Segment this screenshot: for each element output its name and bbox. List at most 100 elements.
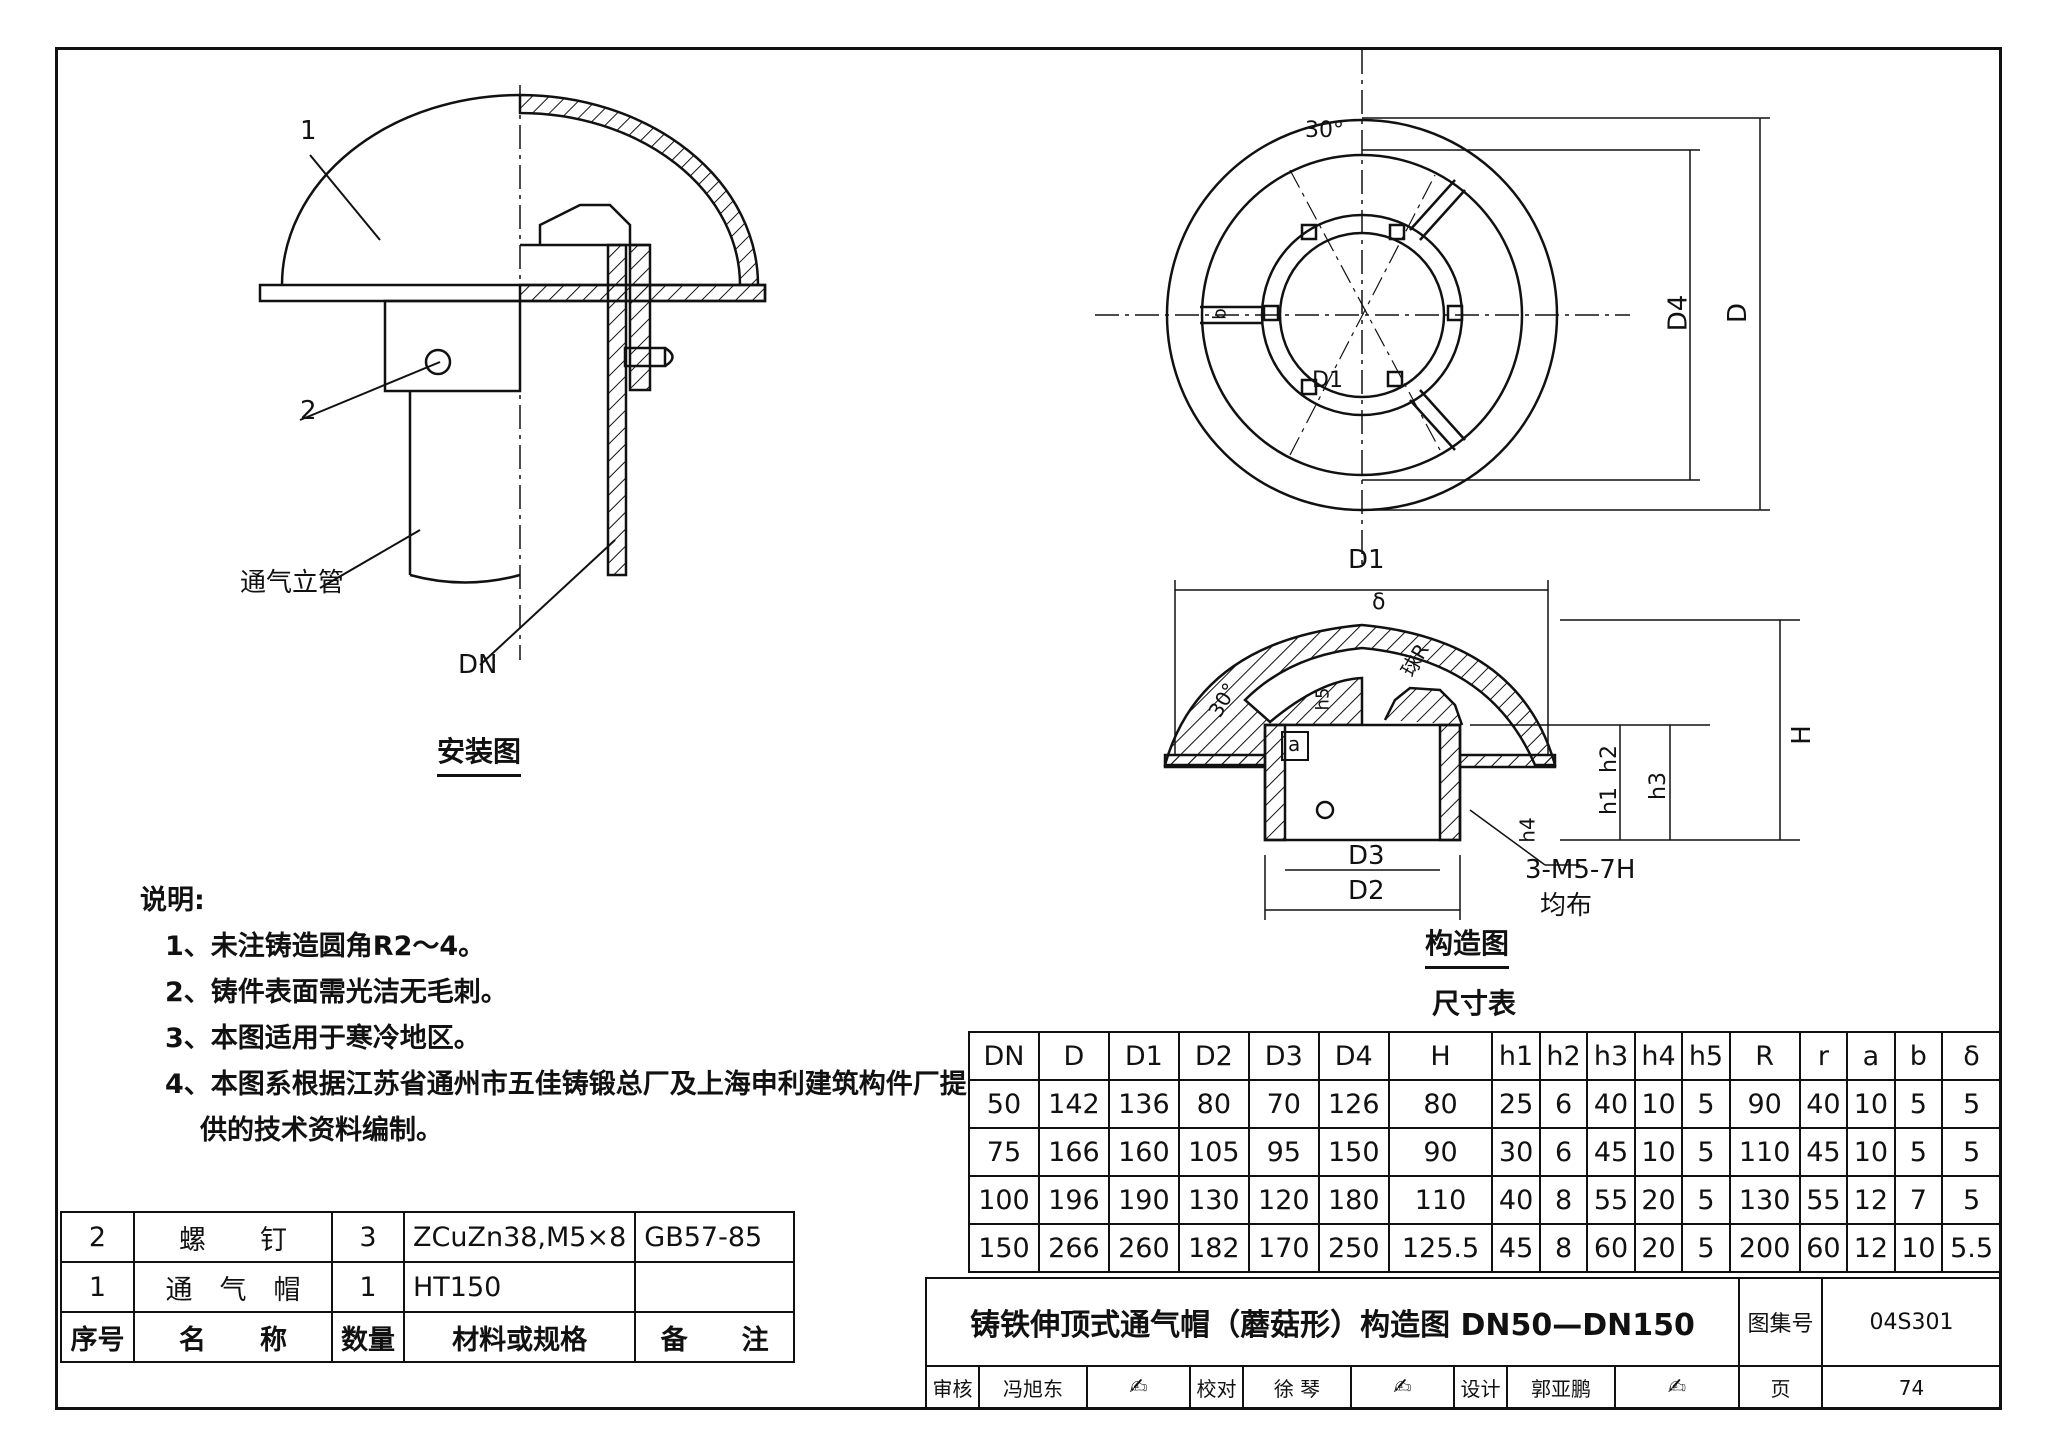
dim-cell: 110 (1728, 1127, 1801, 1177)
bom-table: 2 螺 钉 3 ZCuZn38,M5×8 GB57-85 1 通 气 帽 1 H… (60, 1211, 795, 1363)
bom-header-row: 序号 名 称 数量 材料或规格 备 注 (60, 1311, 795, 1363)
dim-cell: 120 (1247, 1175, 1320, 1225)
dim-cell: 60 (1586, 1223, 1636, 1273)
delta-label: δ (1372, 590, 1386, 615)
dim-cell: 180 (1317, 1175, 1390, 1225)
bom-cell: ZCuZn38,M5×8 (402, 1211, 637, 1263)
dim-cell: 150 (968, 1223, 1040, 1273)
h2-label: h2 (1596, 745, 1622, 773)
dim-cell: 10 (1893, 1223, 1944, 1273)
dim-cell: 5 (1941, 1175, 2002, 1225)
dim-cell: 126 (1317, 1079, 1390, 1129)
dim-header-cell: D3 (1247, 1031, 1320, 1081)
dim-cell: 45 (1586, 1127, 1636, 1177)
bom-cell: GB57-85 (634, 1211, 795, 1263)
note-1: 1、未注铸造圆角R2～4。 (165, 931, 486, 962)
dim-cell: 55 (1798, 1175, 1849, 1225)
callout-2: 2 (300, 396, 317, 426)
bom-cell: 螺 钉 (133, 1211, 333, 1263)
dim-cell: 12 (1846, 1175, 1896, 1225)
installation-view (258, 85, 767, 666)
dim-header-cell: b (1893, 1031, 1944, 1081)
dn-label: DN (458, 650, 498, 680)
checker-name: 徐 琴 (1242, 1365, 1352, 1410)
dim-cell: 5 (1941, 1127, 2002, 1177)
note-4: 4、本图系根据江苏省通州市五佳铸锻总厂及上海申利建筑构件厂提 (165, 1069, 967, 1100)
dim-cell: 20 (1633, 1223, 1684, 1273)
dim-cell: 95 (1247, 1127, 1320, 1177)
riser-label: 通气立管 (240, 568, 345, 598)
top-plan-view (1095, 50, 1770, 570)
checker-signature: ✍ (1350, 1365, 1455, 1410)
d4-label: D4 (1663, 294, 1694, 332)
even-label: 均布 (1540, 891, 1593, 921)
dim-cell: 5 (1681, 1079, 1731, 1129)
bom-header-cell: 名 称 (133, 1311, 333, 1363)
dim-cell: 136 (1107, 1079, 1180, 1129)
dim-cell: 12 (1846, 1223, 1896, 1273)
bom-row: 1 通 气 帽 1 HT150 (60, 1261, 795, 1313)
bom-header-cell: 序号 (60, 1311, 135, 1363)
h1-label: h1 (1596, 787, 1622, 815)
drawing-title: 铸铁伸顶式通气帽（蘑菇形）构造图 DN50—DN150 (925, 1277, 1740, 1367)
dim-header-cell: δ (1941, 1031, 2002, 1081)
dim-header-cell: R (1728, 1031, 1801, 1081)
note-3: 3、本图适用于寒冷地区。 (165, 1023, 481, 1054)
b-label: b (1209, 308, 1231, 320)
dim-header-cell: DN (968, 1031, 1040, 1081)
notes-heading: 说明: (140, 885, 205, 916)
thread-label: 3-M5-7H (1525, 855, 1636, 885)
bom-cell: HT150 (402, 1261, 637, 1313)
d3-label: D3 (1348, 841, 1385, 871)
bom-cell: 3 (331, 1211, 405, 1263)
dim-cell: 10 (1633, 1127, 1684, 1177)
dim-cell: 166 (1037, 1127, 1110, 1177)
dim-header-cell: h3 (1586, 1031, 1636, 1081)
dim-cell: 40 (1798, 1079, 1849, 1129)
note-2: 2、铸件表面需光洁无毛刺。 (165, 977, 508, 1008)
d1-top-label: D1 (1312, 368, 1343, 393)
bom-header-cell: 备 注 (634, 1311, 795, 1363)
dim-header-cell: h4 (1633, 1031, 1684, 1081)
dim-cell: 55 (1586, 1175, 1636, 1225)
dim-cell: 196 (1037, 1175, 1110, 1225)
dim-cell: 190 (1107, 1175, 1180, 1225)
dim-cell: 30 (1491, 1127, 1541, 1177)
bom-cell: 通 气 帽 (133, 1261, 333, 1313)
dim-cell: 25 (1491, 1079, 1541, 1129)
section-view (1163, 580, 1800, 920)
page-number: 74 (1821, 1365, 2002, 1410)
dim-cell: 100 (968, 1175, 1040, 1225)
dim-cell: 182 (1177, 1223, 1250, 1273)
dim-header-cell: a (1846, 1031, 1896, 1081)
reviewer-signature: ✍ (1086, 1365, 1191, 1410)
dim-cell: 50 (968, 1079, 1040, 1129)
dim-cell: 5 (1941, 1079, 2002, 1129)
atlas-label: 图集号 (1738, 1277, 1823, 1367)
dim-cell: 5 (1893, 1079, 1944, 1129)
dim-cell: 5 (1681, 1175, 1731, 1225)
dim-cell: 5 (1681, 1223, 1731, 1273)
bom-header-cell: 材料或规格 (402, 1311, 637, 1363)
dim-table-title: 尺寸表 (1432, 987, 1517, 1020)
reviewer-name: 冯旭东 (978, 1365, 1088, 1410)
dim-cell: 80 (1387, 1079, 1494, 1129)
dim-cell: 10 (1846, 1079, 1896, 1129)
designer-signature: ✍ (1614, 1365, 1740, 1410)
bom-header-cell: 数量 (331, 1311, 405, 1363)
dim-cell: 45 (1491, 1223, 1541, 1273)
a-label: a (1288, 732, 1301, 756)
dim-header-cell: H (1387, 1031, 1494, 1081)
bom-row: 2 螺 钉 3 ZCuZn38,M5×8 GB57-85 (60, 1211, 795, 1263)
d1-side-label: D1 (1348, 545, 1385, 575)
dim-cell: 6 (1538, 1079, 1589, 1129)
dim-cell: 8 (1538, 1175, 1589, 1225)
dim-cell: 160 (1107, 1127, 1180, 1177)
dimension-table: DN D D1 D2 D3 D4 H h1 h2 h3 h4 h5 R r a … (968, 1031, 2002, 1273)
dim-header-cell: r (1798, 1031, 1849, 1081)
installation-caption: 安装图 (437, 730, 522, 777)
dim-header-cell: h2 (1538, 1031, 1589, 1081)
dim-cell: 80 (1177, 1079, 1250, 1129)
